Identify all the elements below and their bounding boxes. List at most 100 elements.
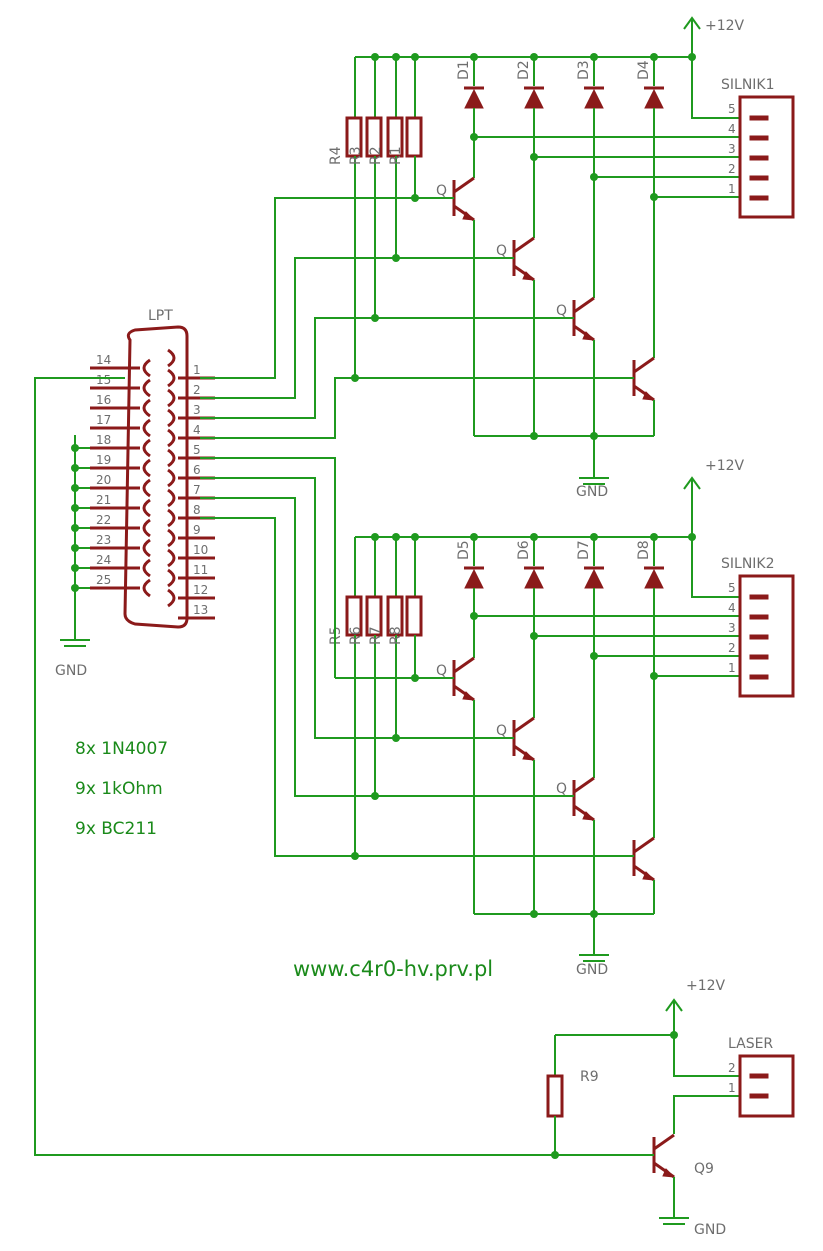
motor2-gnd-label: GND: [576, 962, 608, 978]
lpt-pin-label: 15: [96, 373, 111, 387]
lpt-pin-contact: [167, 528, 176, 548]
r1-label: R1: [388, 146, 404, 165]
d2-label: D2: [516, 60, 532, 80]
lpt-pin-contact: [167, 508, 176, 528]
lpt-pin-label: 24: [96, 553, 111, 567]
lpt-pin-contact: [167, 368, 176, 388]
lpt-to-motor1-wires: [200, 197, 415, 439]
lpt-pin-contact: [142, 398, 151, 418]
lpt-pin-contact: [167, 408, 176, 428]
lpt-pin-contact: [167, 388, 176, 408]
lpt-pin-label: 4: [193, 423, 201, 437]
website-url: www.c4r0-hv.prv.pl: [293, 957, 493, 981]
d1-label: D1: [456, 60, 472, 80]
svg-text:3: 3: [728, 142, 736, 156]
lpt-to-laser-wire: [34, 377, 654, 1156]
lpt-pin-label: 2: [193, 383, 201, 397]
laser-connector: LASER 2 1: [728, 1036, 795, 1118]
svg-text:1: 1: [728, 1081, 736, 1095]
q9-label: Q9: [694, 1161, 714, 1177]
laser-vcc-label: +12V: [686, 978, 726, 994]
lpt-pin-contact: [167, 588, 176, 608]
lpt-pin-contact: [167, 488, 176, 508]
lpt-pin-label: 22: [96, 513, 111, 527]
motor1-connector: SILNIK1 5 4 3 2 1: [721, 77, 795, 219]
lpt-pin-contact: [142, 498, 151, 518]
laser-transistor: Q9: [652, 1133, 714, 1179]
lpt-pin-label: 12: [193, 583, 208, 597]
lpt-pin-contact: [167, 468, 176, 488]
svg-text:Q: Q: [436, 183, 447, 199]
r9-label: R9: [580, 1069, 599, 1085]
parts-resistors: 9x 1kOhm: [75, 779, 163, 799]
parts-diodes: 8x 1N4007: [75, 739, 168, 759]
laser-connector-label: LASER: [728, 1036, 773, 1052]
motor1-resistors: R4 R3 R2 R1: [328, 57, 423, 378]
svg-text:Q: Q: [556, 303, 567, 319]
lpt-pin-label: 25: [96, 573, 111, 587]
lpt-pin-label: 17: [96, 413, 111, 427]
motor2-diodes: D5 D6 D7 D8: [456, 537, 664, 838]
r3-label: R3: [348, 146, 364, 165]
lpt-pin-contact: [167, 568, 176, 588]
d4-label: D4: [636, 60, 652, 80]
motor1-gnd-label: GND: [576, 484, 608, 500]
lpt-pin-label: 10: [193, 543, 208, 557]
lpt-pin-contact: [142, 458, 151, 478]
motor2-connector: SILNIK2 5 4 3 2 1: [721, 556, 795, 698]
motor1-vcc-label: +12V: [705, 18, 745, 34]
lpt-pin-label: 14: [96, 353, 111, 367]
r2-label: R2: [368, 146, 384, 165]
gnd-label-lpt: GND: [55, 663, 87, 679]
r4-label: R4: [328, 146, 344, 165]
lpt-pin-contact: [142, 358, 151, 378]
lpt-pin-label: 9: [193, 523, 201, 537]
svg-text:4: 4: [728, 601, 736, 615]
lpt-pin-contact: [167, 448, 176, 468]
lpt-pin-contact: [142, 518, 151, 538]
d5-label: D5: [456, 540, 472, 560]
lpt-pin-contact: [142, 418, 151, 438]
svg-text:1: 1: [728, 182, 736, 196]
r8-label: R8: [388, 626, 404, 645]
motor2-resistors: R5 R6 R7 R8: [328, 537, 423, 856]
svg-text:2: 2: [728, 162, 736, 176]
lpt-pin-label: 6: [193, 463, 201, 477]
lpt-pin-label: 11: [193, 563, 208, 577]
svg-text:5: 5: [728, 102, 736, 116]
motor2-transistors: Q Q Q: [335, 656, 656, 914]
lpt-pin-label: 1: [193, 363, 201, 377]
lpt-ground-bus: GND: [55, 435, 90, 679]
lpt-pin-contact: [142, 578, 151, 598]
d8-label: D8: [636, 540, 652, 560]
lpt-pin-contact: [167, 548, 176, 568]
motor2-section: +12V R5 R6 R7 R8: [328, 458, 795, 978]
lpt-pin-contact: [167, 428, 176, 448]
svg-text:Q: Q: [496, 723, 507, 739]
lpt-pin-label: 20: [96, 473, 111, 487]
lpt-pin-contact: [142, 378, 151, 398]
laser-gnd-label: GND: [694, 1222, 726, 1238]
svg-text:Q: Q: [556, 781, 567, 797]
lpt-pin-label: 19: [96, 453, 111, 467]
lpt-to-motor2-wires: [200, 457, 396, 857]
r7-label: R7: [368, 626, 384, 645]
motor2-connector-label: SILNIK2: [721, 556, 775, 572]
lpt-pin-label: 21: [96, 493, 111, 507]
motor1-transistors: Q Q Q: [355, 176, 656, 436]
lpt-pin-label: 8: [193, 503, 201, 517]
motor1-diodes: D1 D2 D3 D4: [456, 57, 664, 358]
svg-text:5: 5: [728, 581, 736, 595]
d6-label: D6: [516, 540, 532, 560]
lpt-label: LPT: [148, 308, 173, 324]
lpt-pin-contact: [142, 438, 151, 458]
motor1-connector-label: SILNIK1: [721, 77, 775, 93]
parts-transistors: 9x BC211: [75, 819, 157, 839]
lpt-pin-label: 16: [96, 393, 111, 407]
lpt-pin-contact: [167, 348, 176, 368]
svg-text:Q: Q: [436, 663, 447, 679]
